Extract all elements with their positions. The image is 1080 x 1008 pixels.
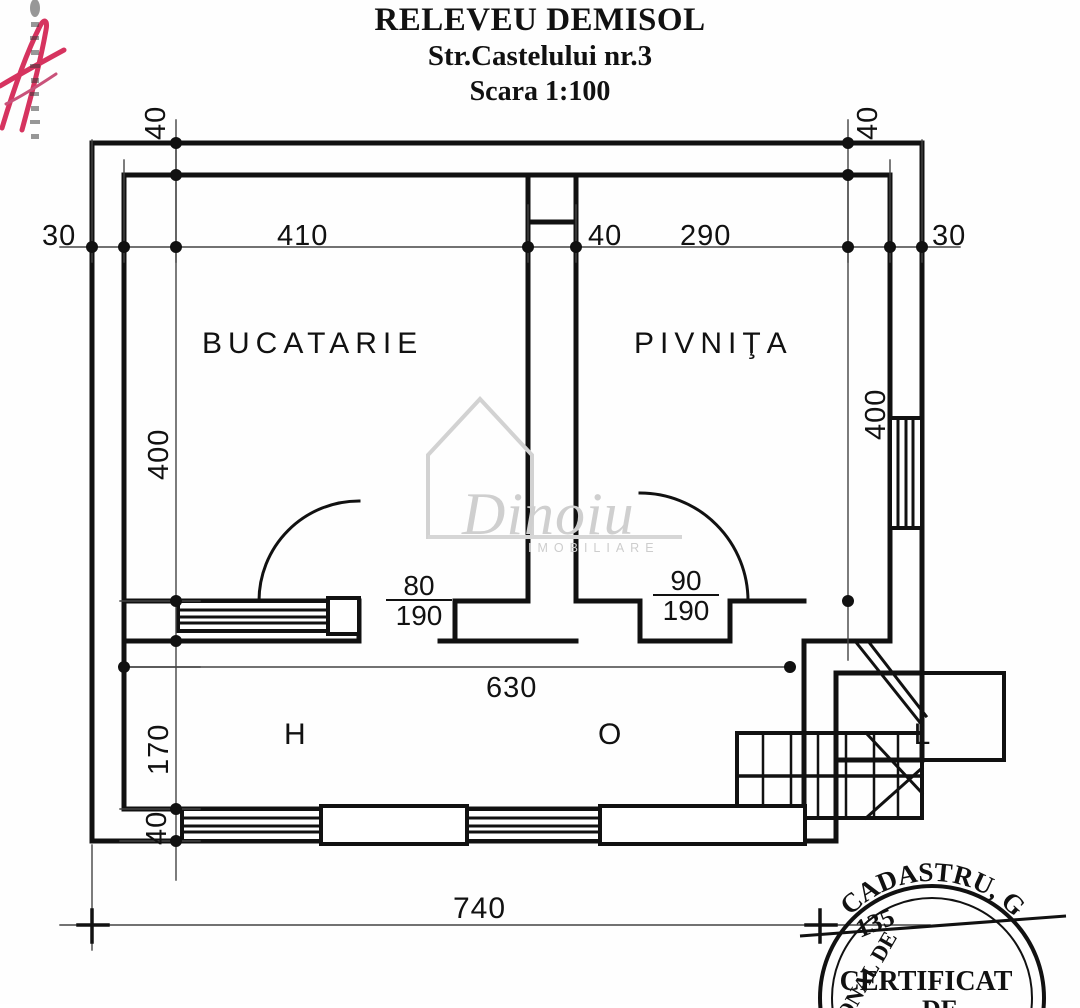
plan-title: RELEVEU DEMISOL — [374, 2, 706, 38]
window-bottom-4 — [598, 804, 807, 846]
watermark-brand: Dinoiu — [462, 481, 635, 547]
dim-total-width: 740 — [453, 892, 507, 925]
title-block: RELEVEU DEMISOL Str.Castelului nr.3 Scar… — [0, 0, 1080, 110]
dim-hall-depth: 170 — [143, 723, 175, 775]
window-bottom-2 — [319, 804, 469, 846]
partition-wall-top-jog — [525, 172, 579, 225]
window-kitchen — [176, 596, 361, 636]
staircase-diagonal-1 — [863, 730, 925, 796]
dim-hall-width: 630 — [486, 672, 538, 704]
door-height-cellar: 190 — [653, 594, 719, 625]
door-width-kitchen: 80 — [403, 570, 435, 601]
dim-cellar-width: 290 — [680, 220, 732, 252]
dim-right-wall: 30 — [932, 220, 967, 252]
staircase-diagonal-2 — [863, 765, 925, 821]
landing-diagonal-2 — [865, 638, 929, 719]
dim-mid-wall: 40 — [588, 220, 623, 252]
dim-left-wall: 30 — [42, 220, 77, 252]
plan-address: Str.Castelului nr.3 — [427, 40, 653, 72]
staircase-outline — [735, 731, 924, 820]
dim-top-left-wall: 40 — [140, 105, 172, 140]
dim-top-right-wall: 40 — [852, 105, 884, 140]
watermark-subtitle: IMOBILIARE — [528, 541, 660, 555]
room-label-bucatarie: BUCATARIE — [202, 327, 424, 360]
room-label-pivnita: PIVNIŢA — [634, 327, 793, 360]
door-swing-arc-cellar — [638, 491, 750, 603]
door-height-kitchen: 190 — [386, 599, 452, 630]
door-size-kitchen: 80 190 — [386, 570, 452, 630]
landing-diagonal-1 — [852, 638, 925, 728]
partition-wall-horizontal-right — [573, 598, 733, 644]
partition-wall-horizontal-mid — [437, 598, 579, 644]
plan-scale: Scara 1:100 — [469, 76, 611, 107]
door-width-cellar: 90 — [670, 565, 702, 596]
window-bottom-1 — [180, 807, 323, 843]
door-size-cellar: 90 190 — [653, 565, 719, 625]
room-label-hol: H O L — [284, 718, 1073, 751]
window-bottom-3 — [465, 807, 602, 843]
dim-cellar-depth: 400 — [860, 388, 892, 440]
dim-kitchen-width: 410 — [277, 220, 329, 252]
door-swing-arc-kitchen — [257, 499, 361, 603]
dim-bottom-wall: 40 — [141, 810, 173, 845]
dim-kitchen-depth: 400 — [143, 428, 175, 480]
dimension-lines — [59, 119, 961, 951]
dimension-ticks — [86, 137, 928, 847]
right-landing-outer — [920, 671, 1006, 762]
window-right-wall — [888, 416, 924, 530]
